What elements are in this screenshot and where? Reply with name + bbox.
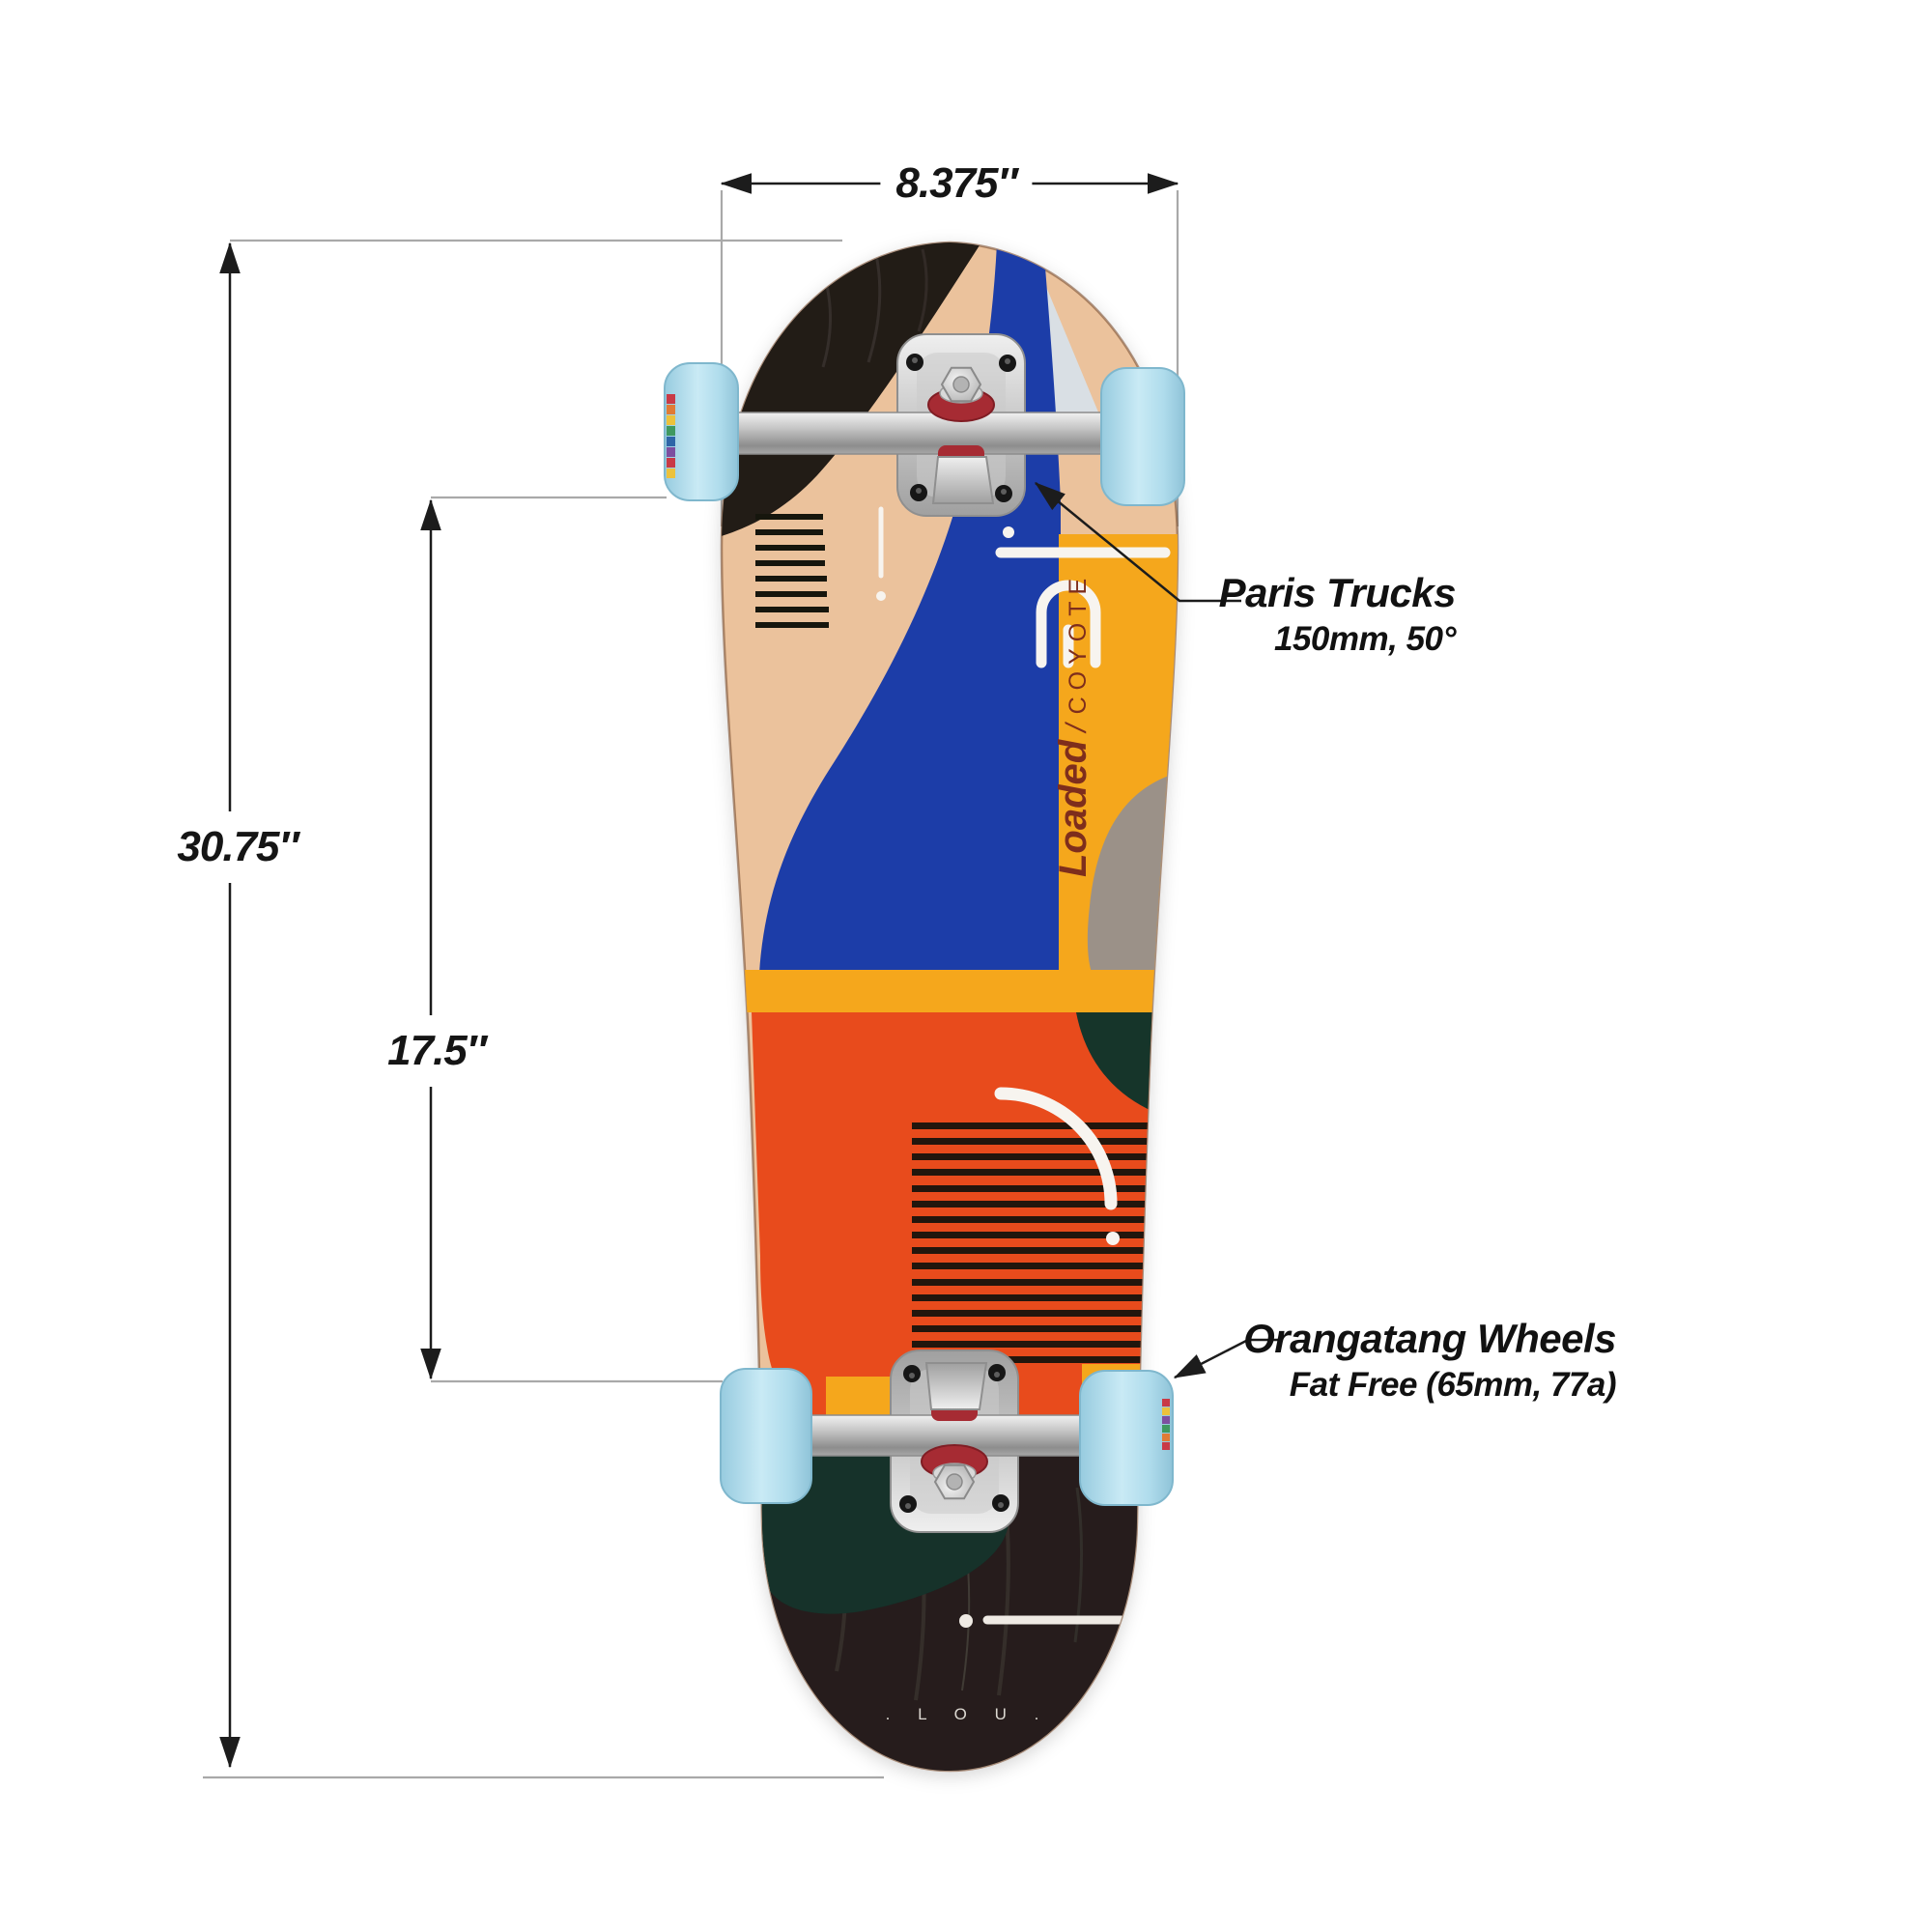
dimension-length-label: 30.75″ xyxy=(169,811,306,883)
rear-wheels xyxy=(720,1368,1174,1506)
front-left-wheel xyxy=(664,362,739,501)
dimension-width-label: 8.375″ xyxy=(880,157,1033,210)
annotation-trucks-title: Paris Trucks xyxy=(1218,570,1457,615)
deck-stripes-upper xyxy=(755,514,829,628)
dimension-wheelbase-label: 17.5″ xyxy=(380,1015,494,1087)
deck-tail-text: . L O U . xyxy=(886,1705,1051,1723)
annotation-wheels-subtitle: Fat Free (65mm, 77a) xyxy=(1289,1366,1617,1404)
annotation-trucks: Paris Trucks 150mm, 50° xyxy=(1218,569,1457,661)
annotation-wheels: Orangatang Wheels Fat Free (65mm, 77a) xyxy=(1243,1315,1616,1406)
front-right-wheel xyxy=(1100,367,1185,506)
deck-brand-text: Loaded/COYOTE xyxy=(1052,572,1094,877)
annotation-wheels-title: Orangatang Wheels xyxy=(1243,1316,1616,1361)
front-left-wheel-sticker xyxy=(667,394,675,478)
leader-line-trucks xyxy=(1034,482,1241,603)
front-axle xyxy=(675,412,1160,455)
annotation-trucks-subtitle: 150mm, 50° xyxy=(1273,620,1457,658)
rear-right-wheel xyxy=(1079,1370,1174,1506)
rear-right-wheel-sticker xyxy=(1162,1399,1170,1450)
deck-stripes-lower xyxy=(912,1122,1171,1363)
extension-lines xyxy=(203,190,1179,1779)
rear-left-wheel xyxy=(720,1368,812,1504)
front-wheels xyxy=(664,362,1185,506)
leader-line-wheels xyxy=(1173,1338,1280,1379)
